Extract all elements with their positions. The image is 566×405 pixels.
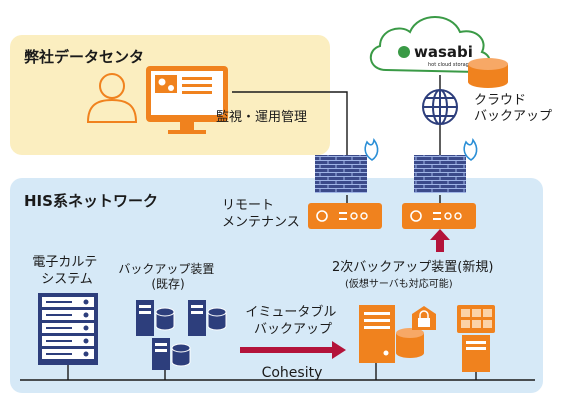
database-icon xyxy=(468,58,508,88)
arrow-up-icon xyxy=(430,229,450,252)
virtual-server-icon xyxy=(457,305,495,372)
globe-icon xyxy=(422,89,458,125)
firewall-icon xyxy=(414,138,478,193)
secondary-backup-note: (仮想サーバも対応可能) xyxy=(345,277,453,290)
database-icon xyxy=(396,328,424,358)
lock-icon xyxy=(412,306,436,330)
monitor-icon xyxy=(146,66,228,134)
immutable-backup-label: イミュータブル バックアップ xyxy=(245,304,340,337)
person-icon xyxy=(86,73,138,123)
database-icon xyxy=(155,307,227,367)
secondary-backup-title: 2次バックアップ装置(新規) xyxy=(332,259,493,275)
existing-backup-label: バックアップ装置 (既存) xyxy=(118,262,217,291)
router-icon xyxy=(402,203,476,229)
wasabi-tagline: hot cloud storage xyxy=(428,62,472,68)
server-rack-icon xyxy=(136,300,206,370)
remote-maintenance-label: リモート メンテナンス xyxy=(222,198,300,230)
emr-system-label: 電子カルテ システム xyxy=(32,255,101,287)
wasabi-brand: wasabi xyxy=(414,43,473,61)
cloud-icon: wasabi hot cloud storage xyxy=(370,16,491,74)
server-rack-icon xyxy=(38,293,98,365)
his-network-title: HIS系ネットワーク xyxy=(24,192,158,210)
router-icon xyxy=(308,203,382,229)
arrow-right-icon xyxy=(240,341,346,359)
server-rack-icon xyxy=(359,305,395,363)
monitoring-label: 監視・運用管理 xyxy=(216,109,307,125)
cohesity-label: Cohesity xyxy=(262,365,323,381)
firewall-icon xyxy=(315,138,379,193)
company-dc-title: 弊社データセンタ xyxy=(24,48,144,66)
cloud-backup-label: クラウド バックアップ xyxy=(474,93,552,124)
